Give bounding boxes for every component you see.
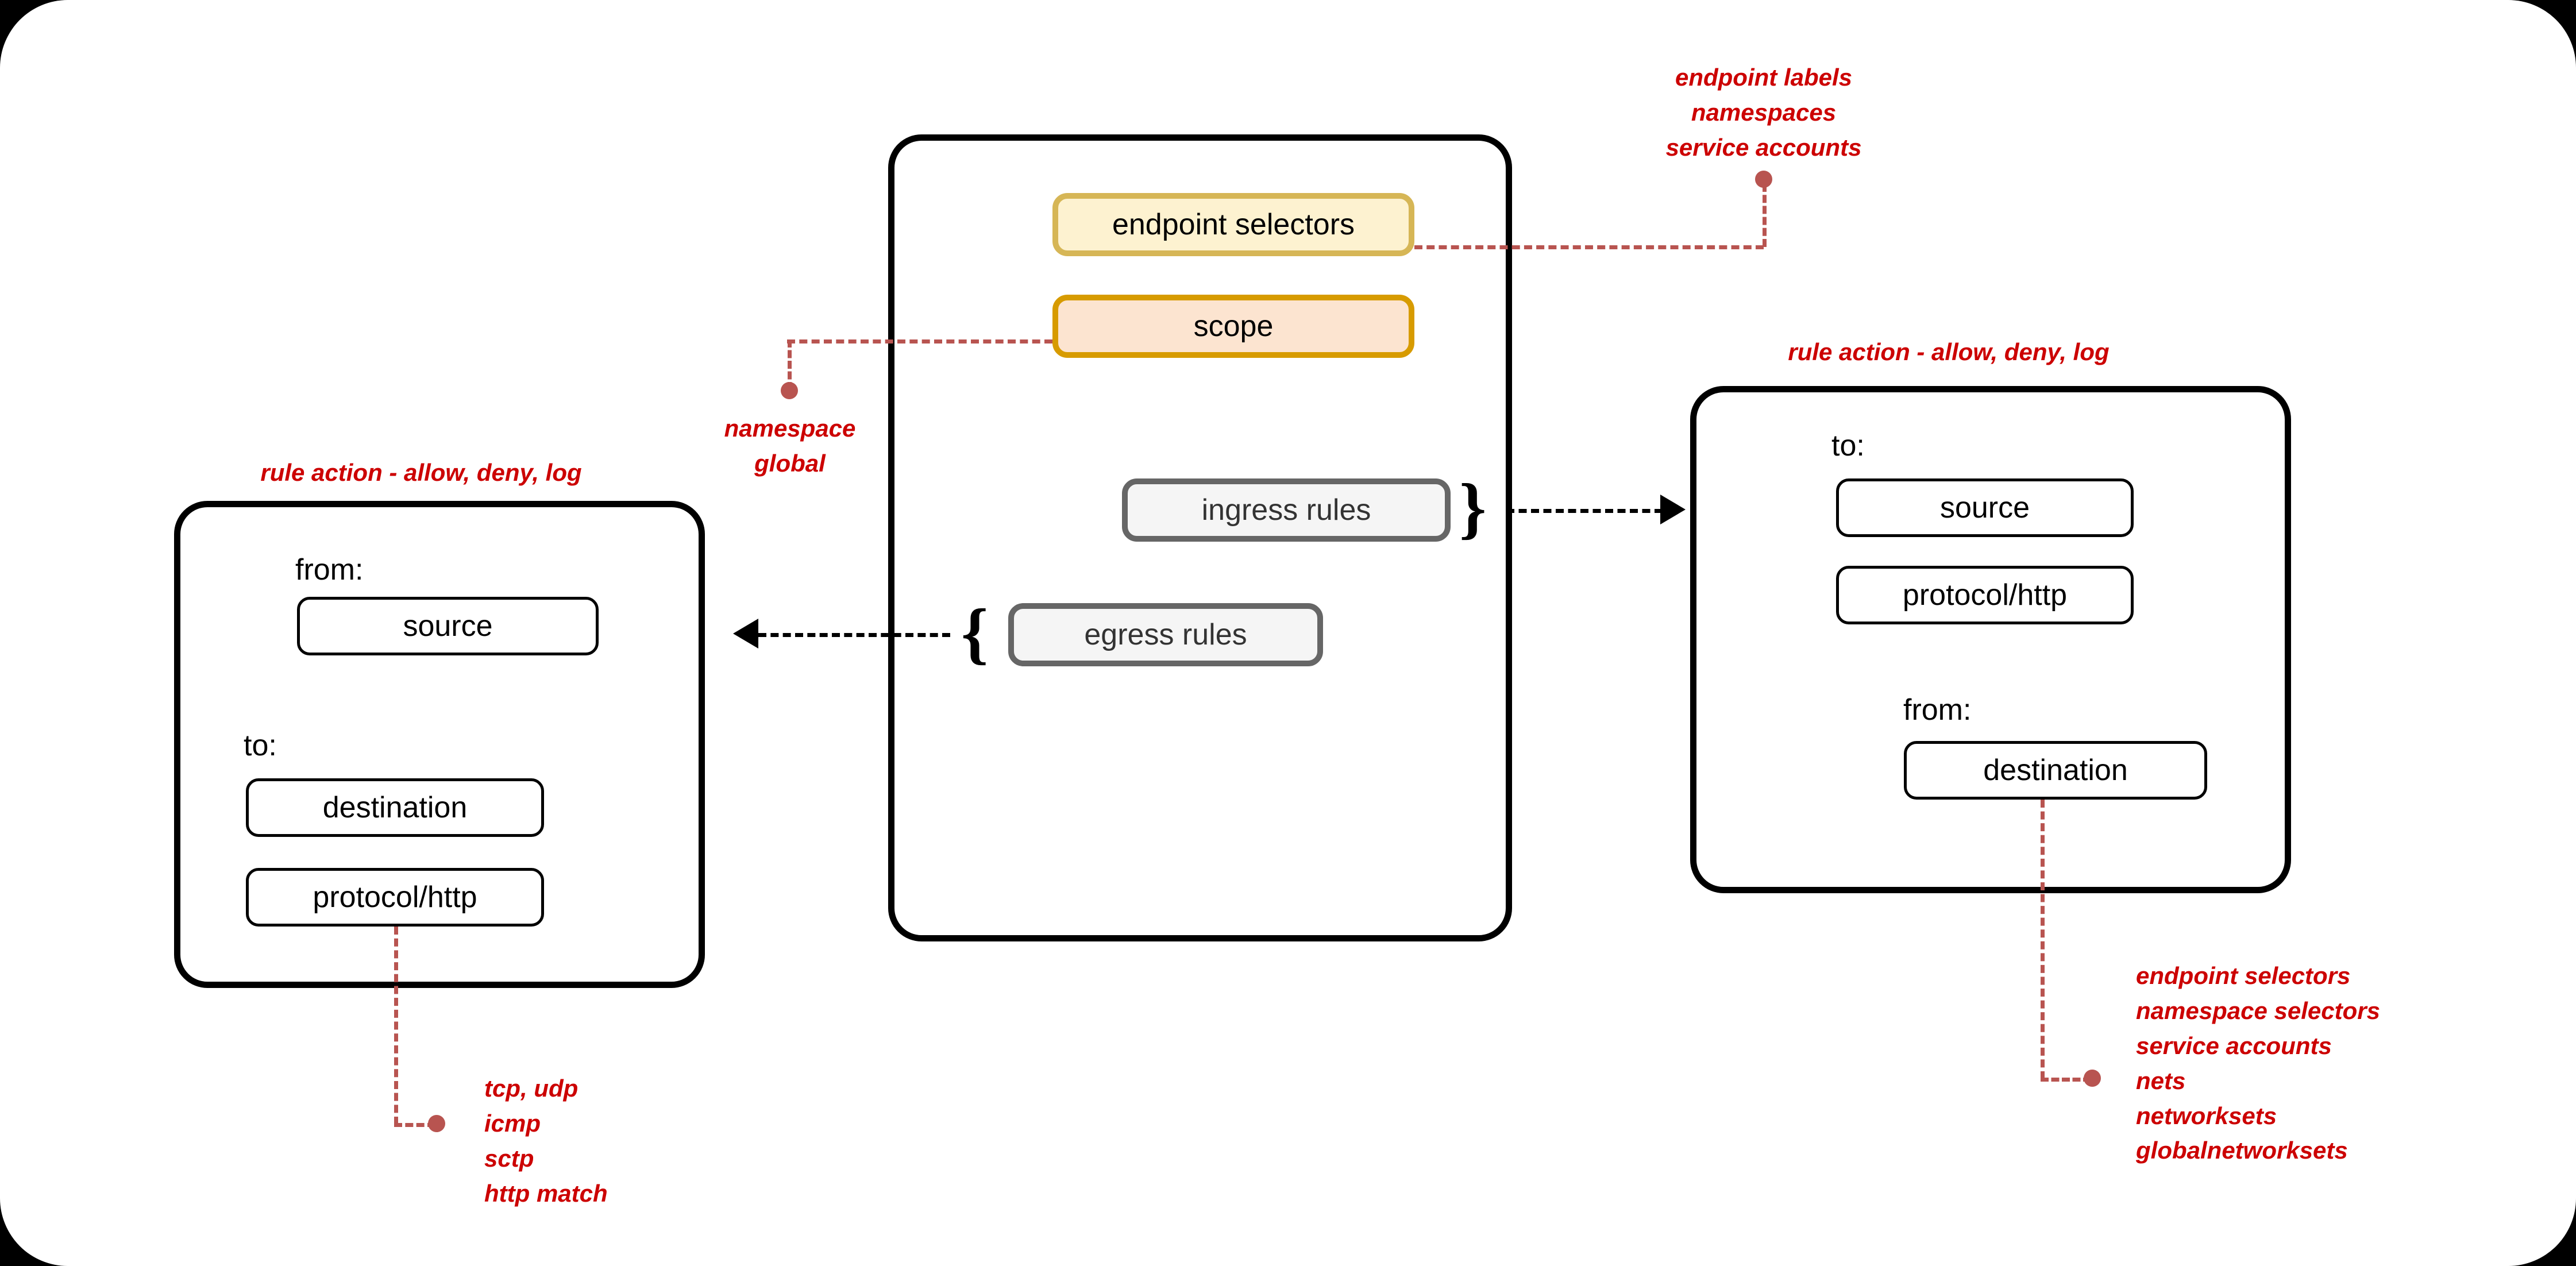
destination-note-line-4: nets bbox=[2136, 1067, 2186, 1094]
egress-brace: { bbox=[961, 599, 988, 667]
protocol-connector-v bbox=[394, 927, 398, 1125]
ingress-to-label-text: to: bbox=[1831, 429, 1865, 462]
endpoint-selectors-note-line-1: endpoint labels bbox=[1675, 64, 1853, 91]
egress-source-box[interactable]: source bbox=[297, 597, 599, 655]
egress-rules-label: egress rules bbox=[1084, 618, 1247, 651]
scope-connector-v bbox=[788, 339, 792, 390]
ingress-action-note-text: rule action - allow, deny, log bbox=[1788, 338, 2110, 365]
protocol-note-line-4: http match bbox=[484, 1179, 608, 1207]
destination-connector-dot bbox=[2084, 1070, 2101, 1087]
ingress-source-label: source bbox=[1939, 491, 2030, 524]
egress-rules-box[interactable]: egress rules bbox=[1008, 603, 1323, 666]
ingress-arrow-head bbox=[1660, 495, 1686, 524]
brace-left-glyph: { bbox=[961, 595, 989, 671]
ingress-protocol-box[interactable]: protocol/http bbox=[1836, 566, 2134, 624]
egress-protocol-box[interactable]: protocol/http bbox=[246, 868, 544, 927]
egress-to-label: to: bbox=[244, 731, 277, 761]
endpoint-selectors-connector-h bbox=[1414, 245, 1764, 249]
protocol-connector-dot bbox=[428, 1115, 445, 1132]
egress-to-label-text: to: bbox=[244, 729, 277, 762]
ingress-destination-box[interactable]: destination bbox=[1904, 741, 2207, 800]
destination-note-line-1: endpoint selectors bbox=[2136, 962, 2351, 989]
scope-box[interactable]: scope bbox=[1052, 295, 1414, 358]
ingress-from-label-text: from: bbox=[1903, 693, 1972, 727]
egress-destination-label: destination bbox=[322, 791, 468, 824]
egress-action-note-text: rule action - allow, deny, log bbox=[260, 459, 582, 486]
ingress-action-note: rule action - allow, deny, log bbox=[1690, 335, 2207, 370]
destination-note-line-6: globalnetworksets bbox=[2136, 1137, 2348, 1164]
scope-connector-dot bbox=[781, 382, 798, 399]
protocol-connector-h bbox=[394, 1123, 435, 1127]
protocol-note-line-2: icmp bbox=[484, 1109, 541, 1137]
destination-note-line-3: service accounts bbox=[2136, 1032, 2332, 1059]
ingress-from-label: from: bbox=[1903, 695, 1971, 725]
endpoint-selectors-label: endpoint selectors bbox=[1112, 208, 1355, 241]
ingress-rules-box[interactable]: ingress rules bbox=[1122, 478, 1451, 542]
endpoint-selectors-note: endpoint labels namespaces service accou… bbox=[1591, 60, 1936, 165]
protocol-note: tcp, udp icmp sctp http match bbox=[484, 1071, 760, 1211]
ingress-brace: } bbox=[1459, 473, 1486, 542]
endpoint-selectors-note-line-2: namespaces bbox=[1691, 98, 1837, 126]
scope-connector-h bbox=[787, 339, 1052, 343]
egress-arrow-head bbox=[733, 619, 758, 649]
egress-destination-box[interactable]: destination bbox=[246, 778, 544, 837]
ingress-arrow-line bbox=[1506, 509, 1663, 513]
protocol-note-line-1: tcp, udp bbox=[484, 1075, 579, 1102]
egress-protocol-label: protocol/http bbox=[313, 881, 477, 914]
egress-action-note: rule action - allow, deny, log bbox=[174, 456, 668, 491]
ingress-protocol-label: protocol/http bbox=[1902, 578, 2068, 612]
destination-note-line-2: namespace selectors bbox=[2136, 997, 2380, 1024]
scope-note: namespace global bbox=[649, 411, 931, 481]
destination-connector-h bbox=[2041, 1078, 2091, 1082]
egress-source-label: source bbox=[403, 609, 493, 643]
destination-connector-v bbox=[2041, 800, 2045, 1079]
endpoint-selectors-box[interactable]: endpoint selectors bbox=[1052, 193, 1414, 256]
scope-label: scope bbox=[1193, 310, 1274, 343]
destination-note: endpoint selectors namespace selectors s… bbox=[2136, 959, 2492, 1168]
endpoint-selectors-connector-v bbox=[1763, 184, 1767, 247]
ingress-rule-container bbox=[1690, 386, 2291, 893]
endpoint-selectors-connector-dot bbox=[1755, 171, 1772, 188]
endpoint-selectors-note-line-3: service accounts bbox=[1665, 133, 1862, 161]
egress-from-label: from: bbox=[295, 555, 363, 585]
scope-note-line-1: namespace bbox=[724, 415, 856, 442]
protocol-note-line-3: sctp bbox=[484, 1144, 534, 1172]
egress-from-label-text: from: bbox=[295, 553, 364, 586]
destination-note-line-5: networksets bbox=[2136, 1102, 2277, 1129]
scope-note-line-2: global bbox=[754, 449, 826, 477]
ingress-source-box[interactable]: source bbox=[1836, 478, 2134, 537]
egress-arrow-line bbox=[758, 633, 950, 637]
ingress-destination-label: destination bbox=[1983, 754, 2128, 787]
ingress-to-label: to: bbox=[1831, 431, 1865, 461]
brace-right-glyph: } bbox=[1459, 469, 1487, 546]
ingress-rules-label: ingress rules bbox=[1201, 493, 1371, 527]
